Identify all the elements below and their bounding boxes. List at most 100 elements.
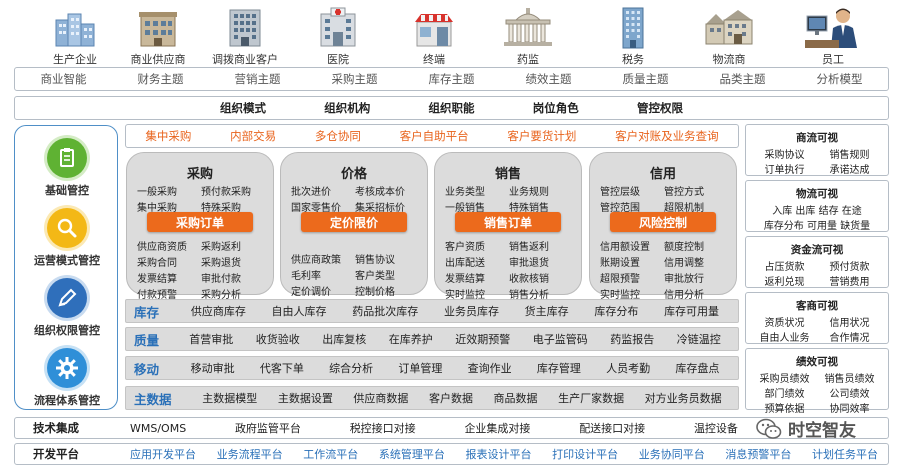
services-bar: 集中采购 内部交易 多仓协同 客户自助平台 客户要货计划 客户对账及业务查询 [125,124,739,148]
module-item: 账期设置 [600,258,640,269]
theme-item: 财务主题 [137,72,184,86]
entity-label: 终端 [423,53,445,66]
row-item: 库存分布 [594,305,639,318]
module-title: 采购 [186,167,213,182]
row-item: 在库养护 [388,333,433,346]
theme-item: 分析模型 [816,72,863,86]
row-item: 移动审批 [190,362,235,375]
row-title: 移动 [134,361,160,377]
wechat-icon [756,418,782,440]
theme-item: 质量主题 [622,72,669,86]
row-master-data: 主数据 主数据模型 主数据设置 供应商数据 客户数据 商品数据 生产厂家数据 对… [125,386,739,410]
module-upper-items: 一般采购预付款采购 集中采购特殊采购 [137,183,265,214]
module-lower-items: 供应商资质采购返利 采购合同采购退货 发票结算审批付款 付款预警采购分析 [137,238,265,301]
org-item: 组织职能 [428,101,475,115]
control-org-permission: 组织权限管控 [15,278,119,338]
row-item: 人员考勤 [606,362,651,375]
row-item: 电子监管码 [532,333,588,346]
row-item: 订单管理 [398,362,443,375]
risk-control-button[interactable]: 风险控制 [610,212,716,232]
viz-item: 销售规则 [829,150,870,161]
service-item: 集中采购 [145,129,192,143]
entity-label: 商业供应商 [130,53,186,66]
module-item: 收款核销 [509,274,549,285]
row-item: 收货验收 [255,333,300,346]
viz-item: 结存 [818,206,839,217]
viz-logistics-flow: 物流可视 入库 出库 结存 在途 库存分布 可用量 缺货量 [745,180,889,232]
row-inventory: 库存 供应商库存 自由人库存 药品批次库存 业务员库存 货主库存 库存分布 库存… [125,299,739,323]
module-item: 超限预警 [600,274,640,285]
module-item: 客户资质 [445,242,485,253]
viz-item: 预算依据 [764,404,805,415]
service-item: 客户要货计划 [507,129,577,143]
bar-title: 开发平台 [33,447,79,461]
watermark: 时空智友 [756,416,856,441]
service-item: 客户对账及业务查询 [615,129,719,143]
viz-item: 在途 [841,206,862,217]
theme-item: 库存主题 [428,72,475,86]
tech-item: 温控设备 [693,422,738,435]
sales-order-button[interactable]: 销售订单 [455,212,561,232]
dev-item: 工作流平台 [303,448,359,461]
module-item: 一般采购 [137,187,177,198]
entity-label: 调拨商业客户 [212,53,278,66]
government-building-icon [502,6,554,52]
viz-item: 信用状况 [829,318,870,329]
control-operation-mode: 运营模式管控 [15,208,119,268]
module-item: 管控层级 [600,187,640,198]
module-item: 控制价格 [355,287,395,298]
module-item: 管控范围 [600,203,640,214]
shop-icon [411,6,457,52]
bar-title: 技术集成 [33,421,79,435]
entity-employee: 员工 [778,4,888,66]
service-item: 客户自助平台 [399,129,469,143]
module-item: 毛利率 [291,271,321,282]
office-building-icon [222,6,268,52]
module-item: 采购分析 [201,290,241,301]
entity-logistics-provider: 物流商 [674,4,784,66]
module-title: 销售 [494,167,521,182]
theme-item: 商业智能 [40,72,87,86]
row-item: 供应商数据 [353,392,409,405]
module-item: 特殊采购 [201,203,241,214]
viz-title: 资金流可视 [790,244,844,256]
module-item: 管控方式 [664,187,704,198]
pricing-limit-button[interactable]: 定价限价 [301,212,407,232]
control-label: 组织权限管控 [34,324,100,337]
module-item: 一般销售 [445,203,485,214]
viz-item: 缺货量 [840,221,871,232]
module-item: 出库配送 [445,258,485,269]
magnifier-icon [47,208,87,248]
dev-item: 系统管理平台 [378,448,445,461]
dev-item: 业务协同平台 [638,448,705,461]
module-lower-items: 信用额设置额度控制 账期设置信用调整 超限预警审批放行 实时监控信用分析 [600,238,728,301]
viz-item: 可用量 [807,221,837,232]
entity-terminal: 终端 [379,4,489,66]
viz-item: 预付货款 [829,262,870,273]
viz-title: 物流可视 [796,188,838,200]
dev-item: 业务流程平台 [216,448,283,461]
entity-label: 生产企业 [53,53,97,66]
module-item: 发票结算 [137,274,177,285]
dev-item: 打印设计平台 [552,448,619,461]
module-item: 业务类型 [445,187,485,198]
module-item: 特殊销售 [509,203,549,214]
viz-item: 营销费用 [829,277,870,288]
organization-bar: 组织模式 组织机构 组织职能 岗位角色 管控权限 [14,96,889,120]
tech-item: WMS/OMS [130,421,187,435]
tech-item: 企业集成对接 [464,422,531,435]
themes-bar: 商业智能 财务主题 营销主题 采购主题 库存主题 绩效主题 质量主题 品类主题 … [14,67,889,91]
dev-item: 报表设计平台 [465,448,532,461]
row-item: 代客下单 [259,362,304,375]
row-item: 综合分析 [329,362,374,375]
purchase-order-button[interactable]: 采购订单 [147,212,253,232]
viz-item: 承诺达成 [829,165,870,176]
employee-icon [805,6,861,54]
module-item: 信用分析 [664,290,704,301]
row-item: 库存管理 [536,362,581,375]
viz-title: 绩效可视 [796,356,838,368]
row-item: 主数据模型 [202,392,258,405]
org-item: 组织机构 [324,101,371,115]
entity-hospital: 医院 [283,4,393,66]
row-quality: 质量 首营审批 收货验收 出库复核 在库养护 近效期预警 电子监管码 药监报告 … [125,327,739,351]
